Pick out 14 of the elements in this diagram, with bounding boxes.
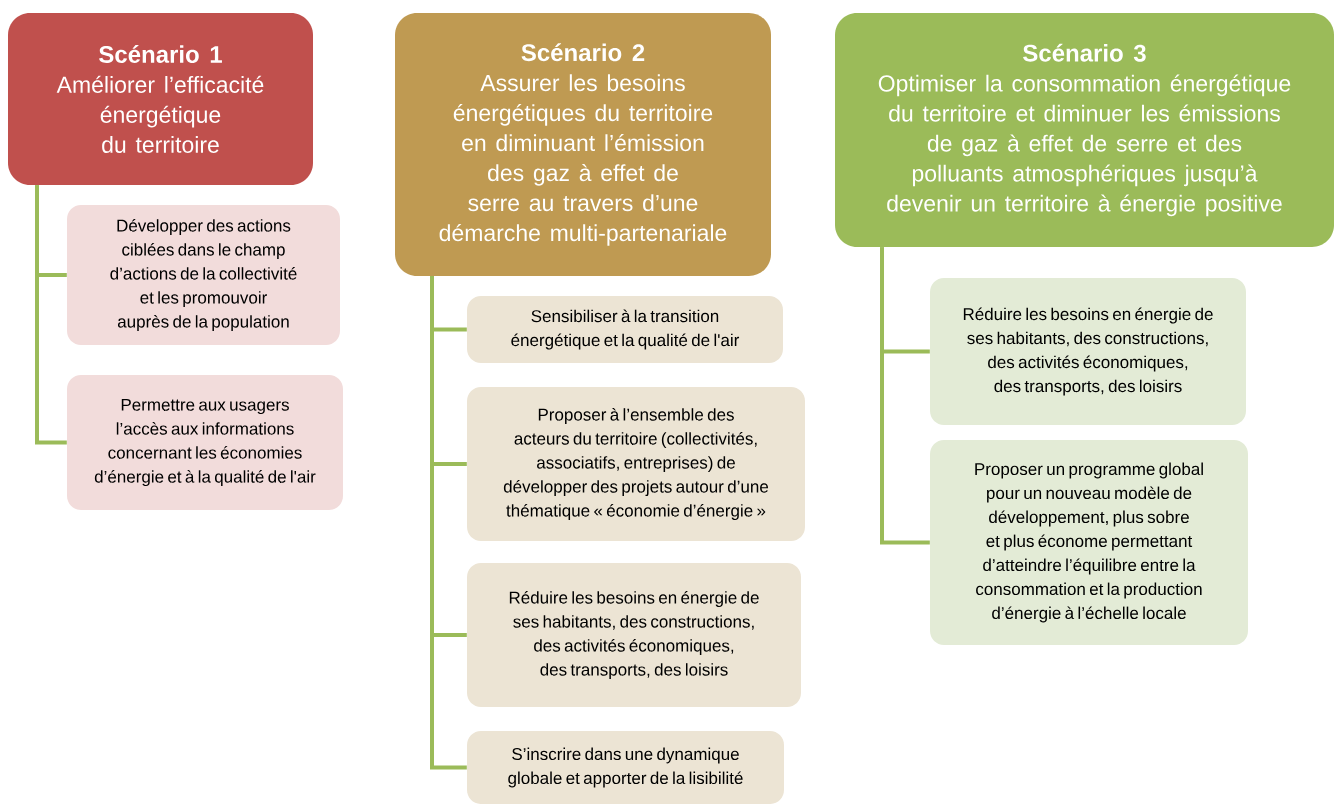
action-box: Réduire les besoins en énergie de ses habitants, des constructions, des activités économiques, des transports, des loisirs [467, 563, 801, 707]
action-box: Permettre aux usagers l’accès aux informations concernant les économies d’énergie et à la qualité de l'air [67, 375, 343, 510]
action-box: Développer des actions ciblées dans le champ d’actions de la collectivité et les promouvoir auprès de la population [67, 205, 340, 345]
scenario-box: Scénario 1 Améliorer l’efficacité énergétique du territoire [8, 13, 313, 185]
connector-line [880, 247, 930, 545]
action-box: Réduire les besoins en énergie de ses habitants, des constructions, des activités économiques, des transports, des loisirs [930, 278, 1246, 425]
scenario-box: Scénario 2 Assurer les besoins énergétiques du territoire en diminuant l’émission des gaz à effet de serre au travers d’une démarche multi-partenariale [395, 13, 771, 276]
action-box: S’inscrire dans une dynamique globale et apporter de la lisibilité [467, 731, 784, 804]
action-box: Proposer un programme global pour un nouveau modèle de développement, plus sobre et plus économe permettant d’atteindre l’équilibre entre la consommation et la production d’énergie à l’échelle locale [930, 440, 1248, 645]
action-box: Proposer à l’ensemble des acteurs du territoire (collectivités, associatifs, entreprises) de développer des projets autour d’une thématique « économie d’énergie » [467, 387, 805, 541]
scenario-box: Scénario 3 Optimiser la consommation énergétique du territoire et diminuer les émissions de gaz à effet de serre et des polluants atmosphériques jusqu’à devenir un territoire à énergie positive [835, 13, 1334, 247]
action-box: Sensibiliser à la transition énergétique et la qualité de l'air [467, 296, 783, 363]
connector-line [430, 276, 467, 770]
connector-line [35, 185, 67, 445]
